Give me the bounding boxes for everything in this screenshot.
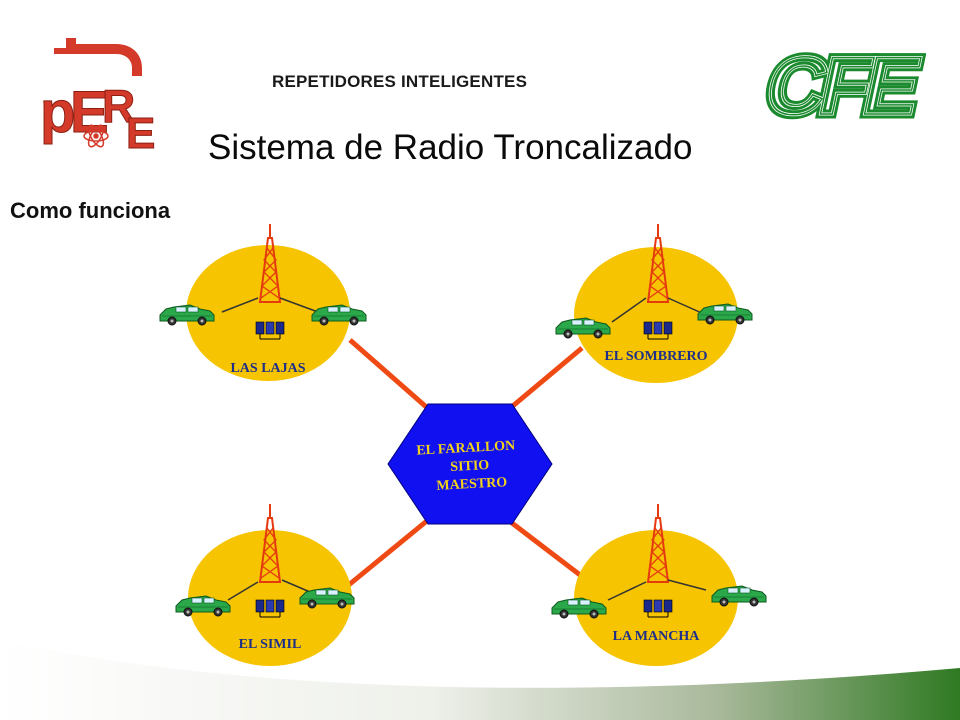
svg-text:E: E [126, 109, 155, 158]
site-label: LA MANCHA [613, 629, 701, 644]
hub-label-line3: MAESTRO [436, 475, 508, 494]
pere-logo: p E R E [40, 38, 156, 158]
atom-icon [83, 124, 109, 148]
site-el-sombrero: EL SOMBRERO [555, 223, 753, 383]
link-la-mancha [506, 518, 586, 580]
svg-text:CFE: CFE [758, 40, 926, 124]
hub-label-line1: EL FARALLON [416, 438, 516, 458]
site-label: LAS LAJAS [230, 361, 305, 376]
hub-el-farallon: EL FARALLON SITIO MAESTRO [387, 403, 553, 525]
network-links [343, 338, 586, 590]
site-label: EL SOMBRERO [604, 349, 707, 364]
link-el-sombrero [506, 346, 584, 412]
footer-gradient-band [0, 640, 960, 720]
cfe-logo: CFE CFE CFE [756, 38, 926, 124]
site-las-lajas: LAS LAJAS [159, 223, 367, 381]
svg-text:R: R [102, 80, 135, 132]
header-subtitle: REPETIDORES INTELIGENTES [272, 72, 528, 91]
svg-text:CFE: CFE [758, 40, 926, 124]
svg-text:p: p [40, 80, 75, 145]
link-el-simil [343, 518, 430, 590]
page-title: Sistema de Radio Troncalizado [208, 128, 693, 167]
section-title: Como funciona [10, 198, 171, 223]
hub-label-line2: SITIO [450, 458, 490, 475]
site-la-mancha: LA MANCHA [551, 503, 767, 666]
site-label: EL SIMIL [239, 637, 302, 652]
site-el-simil: EL SIMIL [175, 503, 355, 666]
svg-text:CFE: CFE [758, 40, 926, 124]
link-las-lajas [348, 338, 434, 414]
